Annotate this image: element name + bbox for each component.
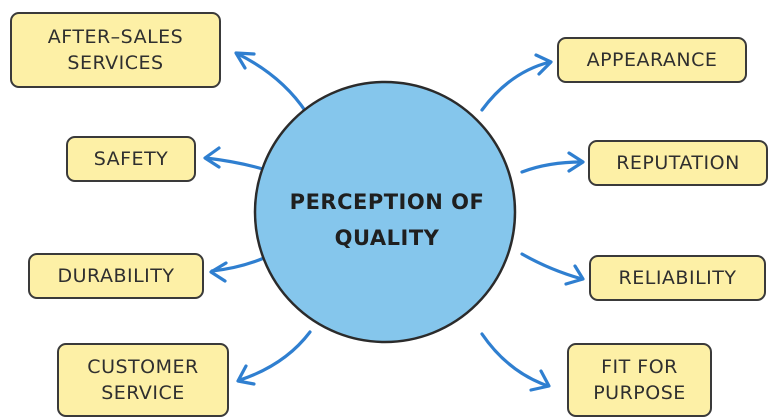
factor-label: PURPOSE bbox=[593, 382, 686, 404]
arrowhead-durability bbox=[209, 261, 228, 283]
center-label-line-1: PERCEPTION OF bbox=[289, 190, 485, 214]
factor-after-sales-services: AFTER–SALES SERVICES bbox=[10, 12, 221, 88]
arrowhead-customer-service bbox=[236, 364, 256, 386]
arrow-customer-service bbox=[238, 330, 312, 382]
factor-appearance: APPEARANCE bbox=[557, 37, 747, 83]
factor-label: CUSTOMER bbox=[87, 356, 199, 378]
arrow-fit-for-purpose bbox=[480, 332, 550, 388]
factor-customer-service: CUSTOMER SERVICE bbox=[57, 343, 229, 417]
factor-label: APPEARANCE bbox=[586, 49, 718, 71]
arrow-appearance bbox=[480, 60, 552, 112]
factor-reputation: REPUTATION bbox=[588, 140, 768, 186]
center-label-line-2: QUALITY bbox=[334, 226, 440, 250]
factor-label: AFTER–SALES bbox=[47, 26, 184, 48]
arrowhead-after-sales bbox=[234, 51, 256, 70]
arrowhead-appearance bbox=[534, 53, 553, 76]
factor-label: FIT FOR bbox=[601, 356, 678, 378]
factor-label: RELIABILITY bbox=[618, 267, 737, 289]
center-circle bbox=[253, 80, 517, 344]
arrowhead-reliability bbox=[564, 264, 585, 286]
factor-reliability: RELIABILITY bbox=[589, 255, 766, 301]
factor-durability: DURABILITY bbox=[28, 253, 204, 299]
arrowhead-fit-for-purpose bbox=[529, 369, 551, 392]
arrow-durability bbox=[210, 256, 266, 273]
factor-label: SERVICES bbox=[67, 52, 164, 74]
factor-label: SAFETY bbox=[93, 148, 169, 170]
factor-label: DURABILITY bbox=[57, 265, 175, 287]
arrow-after-sales bbox=[236, 52, 308, 114]
arrow-reputation bbox=[520, 160, 584, 174]
factor-label: SERVICE bbox=[101, 382, 185, 404]
factor-label: REPUTATION bbox=[616, 152, 740, 174]
center-label: PERCEPTION OF QUALITY bbox=[252, 184, 522, 256]
arrowhead-safety bbox=[203, 146, 221, 169]
factor-safety: SAFETY bbox=[66, 136, 196, 182]
arrowhead-reputation bbox=[567, 151, 585, 173]
factor-fit-for-purpose: FIT FOR PURPOSE bbox=[567, 343, 712, 417]
arrow-reliability bbox=[520, 252, 584, 281]
